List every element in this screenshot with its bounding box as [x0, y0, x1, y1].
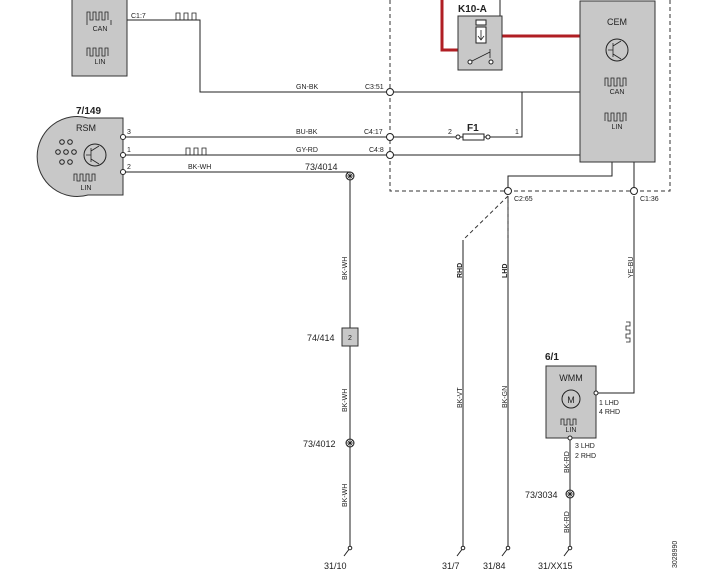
motor-icon: M — [561, 389, 581, 409]
wire-bk-wh-h: BK-WH — [188, 164, 211, 171]
splice-73-4014: 73/4014 — [305, 162, 338, 172]
wmm-ref: 6/1 — [545, 352, 559, 363]
label-c1-36: C1:36 — [640, 196, 659, 203]
rsm-pin-1: 1 — [127, 147, 131, 154]
cem-lin-label: LIN — [612, 124, 623, 131]
connector-pin: 2 — [348, 335, 352, 342]
variant-dashed-lines — [389, 0, 671, 241]
cem-module: CEM CAN LIN — [579, 0, 656, 163]
node-c1-36 — [630, 187, 638, 195]
splice-icon — [345, 438, 355, 448]
label-c4-8: C4:8 — [369, 147, 384, 154]
label-rhd: RHD — [457, 263, 464, 278]
can-signal-icon — [604, 77, 627, 87]
transistor-icon — [605, 38, 629, 62]
wire-bk-rd-1: BK-RD — [564, 451, 571, 473]
k10a-ref: K10-A — [458, 4, 487, 15]
wire-bk-vt: BK-VT — [457, 387, 464, 408]
ground-31-xx15: 31/XX15 — [538, 561, 573, 571]
wmm-module: 6/1 WMM M LIN 1 LHD 4 RHD 3 LHD 2 RHD — [545, 352, 620, 460]
node-c3-51 — [386, 88, 394, 96]
doc-number: 3028990 — [672, 541, 679, 568]
pulse-icon — [185, 147, 207, 156]
ground-31-84: 31/84 — [483, 561, 506, 571]
pulse-icon — [175, 12, 197, 21]
ground-points — [347, 545, 573, 551]
connector-ref: 74/414 — [307, 333, 335, 343]
wire-bk-rd-2: BK-RD — [564, 511, 571, 533]
node-c4-8 — [386, 151, 394, 159]
connector-nodes — [386, 88, 638, 195]
wire-bk-wh-1: BK-WH — [342, 257, 349, 280]
top-left-module: CAN LIN C1:7 — [71, 0, 197, 77]
wire-bk-wh-2: BK-WH — [342, 389, 349, 412]
wmm-pin-1-lhd: 1 LHD — [599, 400, 619, 407]
wmm-pin-2-rhd: 2 RHD — [575, 453, 596, 460]
fuse-pin-2: 2 — [448, 129, 452, 136]
wire-bk-wh-3: BK-WH — [342, 484, 349, 507]
rsm-module: 7/149 RSM LIN 3 1 2 — [36, 106, 207, 197]
connector-74-414: 2 74/414 — [307, 327, 359, 347]
ground-31-7: 31/7 — [442, 561, 460, 571]
wire-ye-bu: YE-BU — [628, 257, 635, 278]
drop-icon — [55, 139, 77, 165]
can-signal-icon — [86, 11, 112, 25]
cem-name: CEM — [607, 17, 627, 27]
rsm-lin-label: LIN — [81, 185, 92, 192]
splice-73-4012: 73/4012 — [303, 439, 336, 449]
lin-signal-icon — [560, 418, 577, 426]
splice-icon — [345, 171, 355, 181]
pin-c1-7: C1:7 — [131, 13, 146, 20]
node-c2-65 — [504, 187, 512, 195]
transistor-icon — [83, 143, 107, 167]
k10a-relay: K10-A — [457, 4, 503, 71]
label-lhd: LHD — [502, 264, 509, 278]
rsm-name: RSM — [76, 123, 96, 133]
label-c3-51: C3:51 — [365, 84, 384, 91]
svg-text:M: M — [567, 395, 575, 405]
splice-73-3034: 73/3034 — [525, 490, 558, 500]
ground-31-10: 31/10 — [324, 561, 347, 571]
fuse-ref: F1 — [467, 123, 479, 134]
lin-signal-icon — [73, 173, 96, 182]
wire-bu-bk: BU-BK — [296, 129, 318, 136]
rsm-ref: 7/149 — [76, 106, 101, 117]
rsm-pin-3: 3 — [127, 129, 131, 136]
lin-signal-icon — [604, 112, 627, 122]
pulse-icon — [625, 321, 631, 343]
lin-signal-icon — [86, 47, 109, 57]
wire-bk-gn: BK-GN — [502, 386, 509, 408]
wire-gn-bk: GN-BK — [296, 84, 319, 91]
wmm-name: WMM — [559, 373, 583, 383]
label-c4-17: C4:17 — [364, 129, 383, 136]
wire-gy-rd: GY-RD — [296, 147, 318, 154]
fuse-pin-1: 1 — [515, 129, 519, 136]
rsm-pin-2: 2 — [127, 164, 131, 171]
fuse-f1: F1 2 1 — [448, 123, 519, 141]
cem-can-label: CAN — [610, 89, 625, 96]
wmm-lin-label: LIN — [566, 427, 577, 434]
can-label: CAN — [93, 26, 108, 33]
label-c2-65: C2:65 — [514, 196, 533, 203]
splice-points — [345, 171, 575, 499]
wmm-pin-4-rhd: 4 RHD — [599, 409, 620, 416]
node-c4-17 — [386, 133, 394, 141]
splice-icon — [565, 489, 575, 499]
wmm-pin-3-lhd: 3 LHD — [575, 443, 595, 450]
lin-label: LIN — [95, 59, 106, 66]
